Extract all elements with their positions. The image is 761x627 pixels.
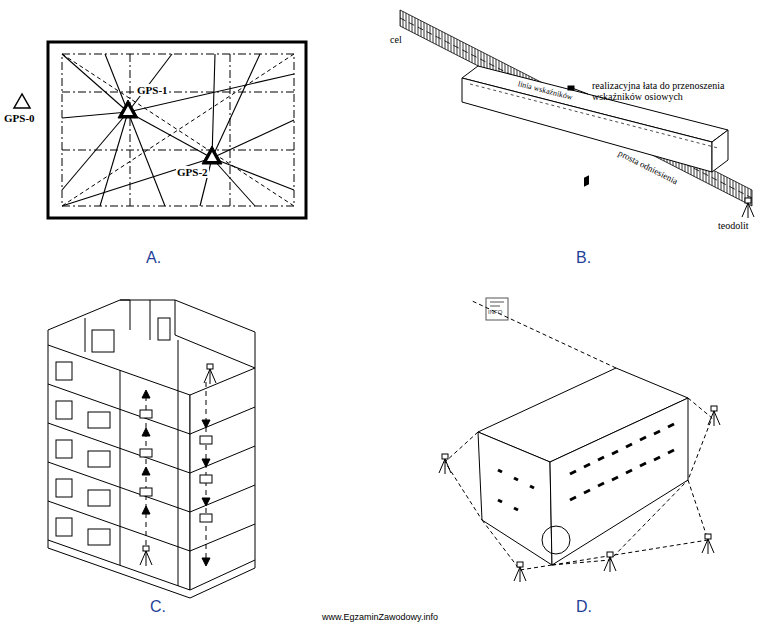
panel-letter: D. <box>576 598 592 616</box>
info-icon-lines <box>490 302 504 306</box>
station-name: GPS-2 <box>176 166 209 178</box>
building-observation <box>439 175 720 582</box>
panel-letter: A. <box>146 249 161 267</box>
info-icon-text: INFO <box>488 309 502 316</box>
panel-letter: C. <box>150 598 166 616</box>
building-section <box>48 300 255 598</box>
panel-letter: B. <box>576 249 591 267</box>
station-name: GPS-1 <box>136 84 169 96</box>
axis-transfer-sketch <box>400 10 754 218</box>
watermark: www.EgzaminZawodowy.info <box>322 613 438 623</box>
rail-callout: realizacyjna łata do przenoszenia wskaźn… <box>592 80 752 102</box>
gps-network <box>14 42 306 218</box>
line-label: prosta odniesienia <box>616 148 680 187</box>
station-name: GPS-0 <box>4 112 35 124</box>
line-label: linia wskaźników <box>517 80 574 103</box>
target-label: cel <box>390 34 402 45</box>
instrument-label: teodolit <box>718 220 749 231</box>
